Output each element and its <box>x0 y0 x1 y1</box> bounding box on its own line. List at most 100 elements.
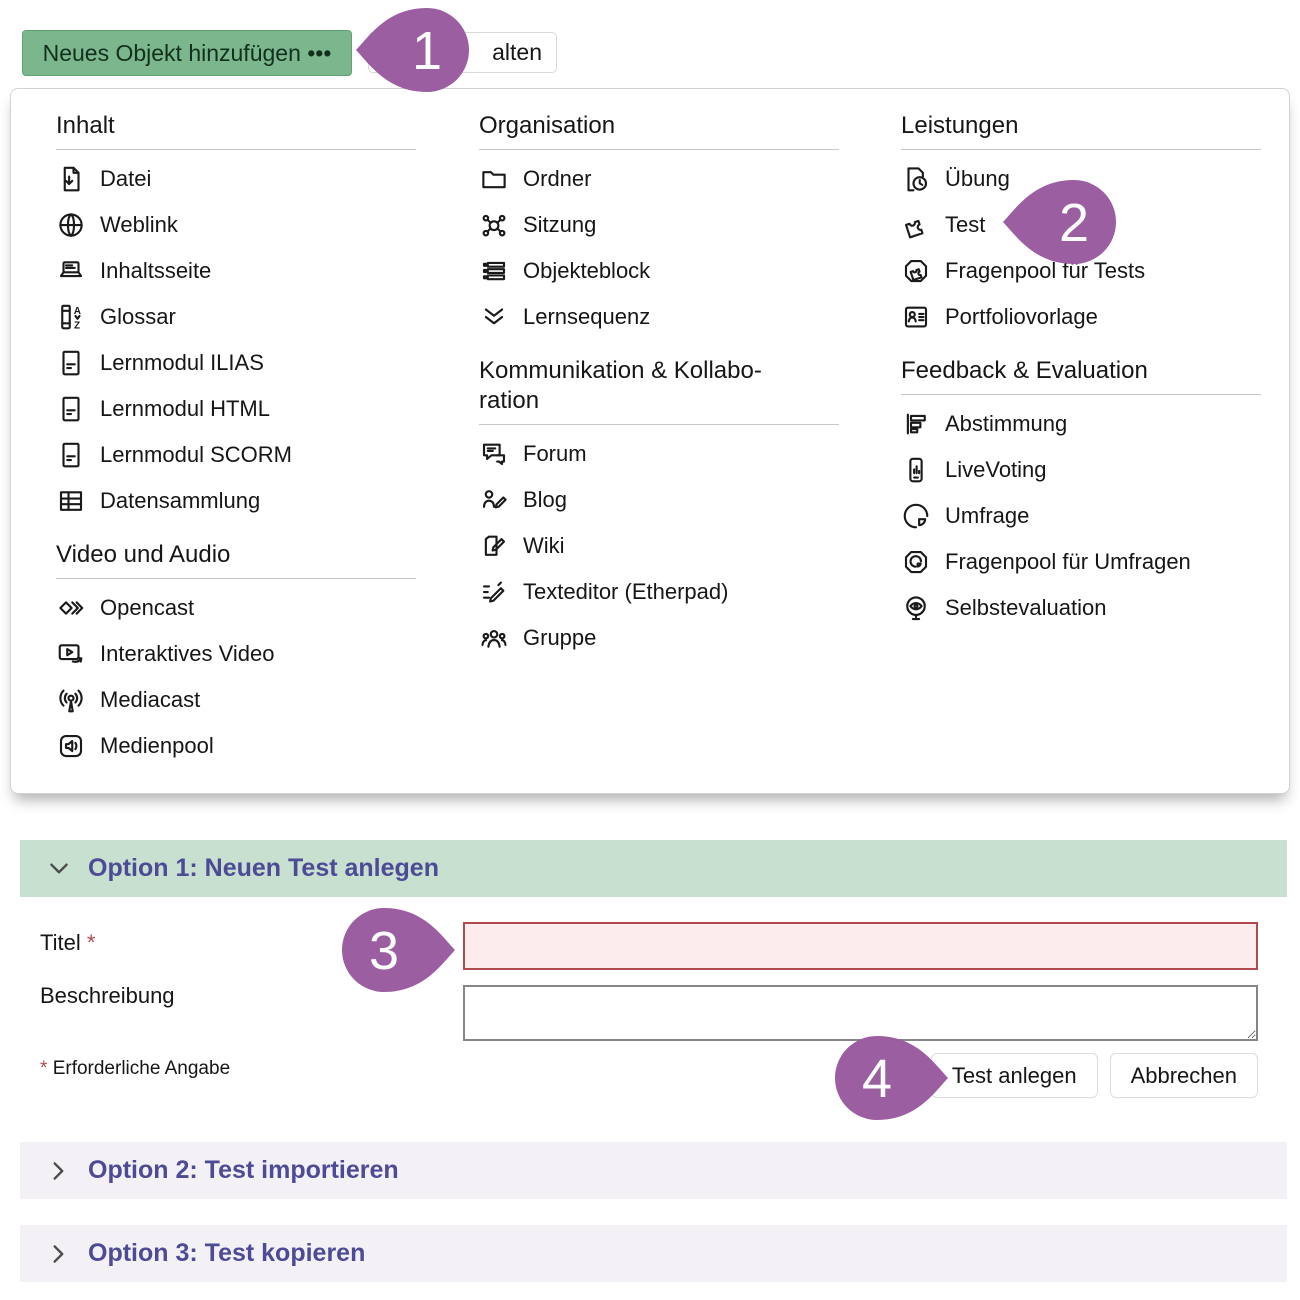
menu-item-datensammlung[interactable]: Datensammlung <box>56 478 416 524</box>
globe-icon <box>56 210 86 240</box>
menu-item-umfrage[interactable]: Umfrage <box>901 493 1261 539</box>
menu-section-kommunikation: Kommunikation & Kollabo- ration Forum Bl… <box>479 356 839 661</box>
accordion-option1-header[interactable]: Option 1: Neuen Test anlegen <box>20 840 1287 897</box>
create-test-button[interactable]: Test anlegen <box>930 1053 1098 1098</box>
callout-number: 2 <box>1059 193 1089 253</box>
menu-item-lernmodul-scorm[interactable]: Lernmodul SCORM <box>56 432 416 478</box>
self-evaluation-icon <box>901 593 931 623</box>
menu-item-blog[interactable]: Blog <box>479 477 839 523</box>
option2-title: Option 2: Test importieren <box>88 1156 399 1184</box>
survey-icon <box>901 501 931 531</box>
required-footnote: * Erforderliche Angabe <box>40 1058 231 1079</box>
callout-number: 1 <box>412 21 442 81</box>
forum-icon <box>479 439 509 469</box>
menu-item-interaktives-video[interactable]: Interaktives Video <box>56 631 416 677</box>
menu-section-video-audio: Video und Audio Opencast Interaktives Vi… <box>56 540 416 769</box>
cancel-button[interactable]: Abbrechen <box>1109 1053 1258 1098</box>
callout-number: 3 <box>369 921 399 981</box>
menu-section-organisation: Organisation Ordner Sitzung Objekteblock… <box>479 111 839 340</box>
menu-section-leistungen: Leistungen Übung Test Fragenpool für Tes… <box>901 111 1261 340</box>
menu-item-medienpool[interactable]: Medienpool <box>56 723 416 769</box>
data-table-icon <box>56 486 86 516</box>
section-title: Organisation <box>479 111 839 150</box>
title-input[interactable] <box>463 922 1258 970</box>
opencast-icon <box>56 593 86 623</box>
option3-title: Option 3: Test kopieren <box>88 1239 366 1267</box>
section-title: Feedback & Evaluation <box>901 356 1261 395</box>
menu-item-portfoliovorlage[interactable]: Portfoliovorlage <box>901 294 1261 340</box>
file-download-icon <box>56 164 86 194</box>
learning-module-icon <box>56 394 86 424</box>
glossary-icon <box>56 302 86 332</box>
menu-item-weblink[interactable]: Weblink <box>56 202 416 248</box>
callout-pin-4: 4 <box>835 1036 948 1120</box>
section-title: Kommunikation & Kollabo- ration <box>479 356 839 425</box>
test-puzzle-icon <box>901 210 931 240</box>
menu-item-wiki[interactable]: Wiki <box>479 523 839 569</box>
menu-item-test[interactable]: Test <box>901 202 1261 248</box>
menu-column-2: Organisation Ordner Sitzung Objekteblock… <box>479 99 839 661</box>
menu-item-ordner[interactable]: Ordner <box>479 156 839 202</box>
blog-icon <box>479 485 509 515</box>
section-title: Inhalt <box>56 111 416 150</box>
broadcast-icon <box>56 685 86 715</box>
menu-item-lernmodul-ilias[interactable]: Lernmodul ILIAS <box>56 340 416 386</box>
session-icon <box>479 210 509 240</box>
menu-column-1: Inhalt Datei Weblink Inhaltsseite Glossa… <box>56 99 416 769</box>
menu-section-inhalt: Inhalt Datei Weblink Inhaltsseite Glossa… <box>56 111 416 524</box>
description-field-label: Beschreibung <box>40 983 175 1008</box>
menu-item-abstimmung[interactable]: Abstimmung <box>901 401 1261 447</box>
portfolio-template-icon <box>901 302 931 332</box>
question-pool-survey-icon <box>901 547 931 577</box>
callout-pin-1: 1 <box>356 8 469 92</box>
menu-column-3: Leistungen Übung Test Fragenpool für Tes… <box>901 99 1261 631</box>
menu-item-sitzung[interactable]: Sitzung <box>479 202 839 248</box>
menu-section-feedback: Feedback & Evaluation Abstimmung LiveVot… <box>901 356 1261 631</box>
menu-item-selbstevaluation[interactable]: Selbstevaluation <box>901 585 1261 631</box>
wiki-icon <box>479 531 509 561</box>
menu-item-objekteblock[interactable]: Objekteblock <box>479 248 839 294</box>
menu-item-livevoting[interactable]: LiveVoting <box>901 447 1261 493</box>
option1-title: Option 1: Neuen Test anlegen <box>88 854 439 882</box>
menu-item-opencast[interactable]: Opencast <box>56 585 416 631</box>
accordion-option3-header[interactable]: Option 3: Test kopieren <box>20 1225 1287 1282</box>
description-textarea[interactable] <box>463 985 1258 1041</box>
chevron-right-icon <box>53 1244 64 1263</box>
chevron-right-icon <box>53 1161 64 1180</box>
menu-item-texteditor[interactable]: Texteditor (Etherpad) <box>479 569 839 615</box>
title-field-label: Titel * <box>40 930 96 955</box>
media-pool-icon <box>56 731 86 761</box>
live-voting-icon <box>901 455 931 485</box>
object-block-icon <box>479 256 509 286</box>
menu-item-lernsequenz[interactable]: Lernsequenz <box>479 294 839 340</box>
accordion-option2-header[interactable]: Option 2: Test importieren <box>20 1142 1287 1199</box>
menu-item-glossar[interactable]: Glossar <box>56 294 416 340</box>
exercise-icon <box>901 164 931 194</box>
required-asterisk: * <box>86 930 96 955</box>
add-new-object-button[interactable]: Neues Objekt hinzufügen ••• <box>22 30 352 76</box>
form-button-row: Test anlegen Abbrechen <box>930 1053 1258 1098</box>
poll-icon <box>901 409 931 439</box>
menu-item-fragenpool-tests[interactable]: Fragenpool für Tests <box>901 248 1261 294</box>
menu-item-inhaltsseite[interactable]: Inhaltsseite <box>56 248 416 294</box>
add-object-dropdown-panel: Inhalt Datei Weblink Inhaltsseite Glossa… <box>10 88 1290 794</box>
callout-pin-2: 2 <box>1003 180 1116 264</box>
section-title: Video und Audio <box>56 540 416 579</box>
callout-number: 4 <box>862 1049 892 1109</box>
content-page-icon <box>56 256 86 286</box>
learning-module-icon <box>56 440 86 470</box>
menu-item-fragenpool-umfragen[interactable]: Fragenpool für Umfragen <box>901 539 1261 585</box>
folder-icon <box>479 164 509 194</box>
learning-sequence-icon <box>479 302 509 332</box>
question-pool-test-icon <box>901 256 931 286</box>
menu-item-lernmodul-html[interactable]: Lernmodul HTML <box>56 386 416 432</box>
text-editor-icon <box>479 577 509 607</box>
interactive-video-icon <box>56 639 86 669</box>
required-asterisk: * <box>40 1058 48 1079</box>
menu-item-forum[interactable]: Forum <box>479 431 839 477</box>
menu-item-gruppe[interactable]: Gruppe <box>479 615 839 661</box>
menu-item-uebung[interactable]: Übung <box>901 156 1261 202</box>
learning-module-icon <box>56 348 86 378</box>
menu-item-mediacast[interactable]: Mediacast <box>56 677 416 723</box>
menu-item-datei[interactable]: Datei <box>56 156 416 202</box>
